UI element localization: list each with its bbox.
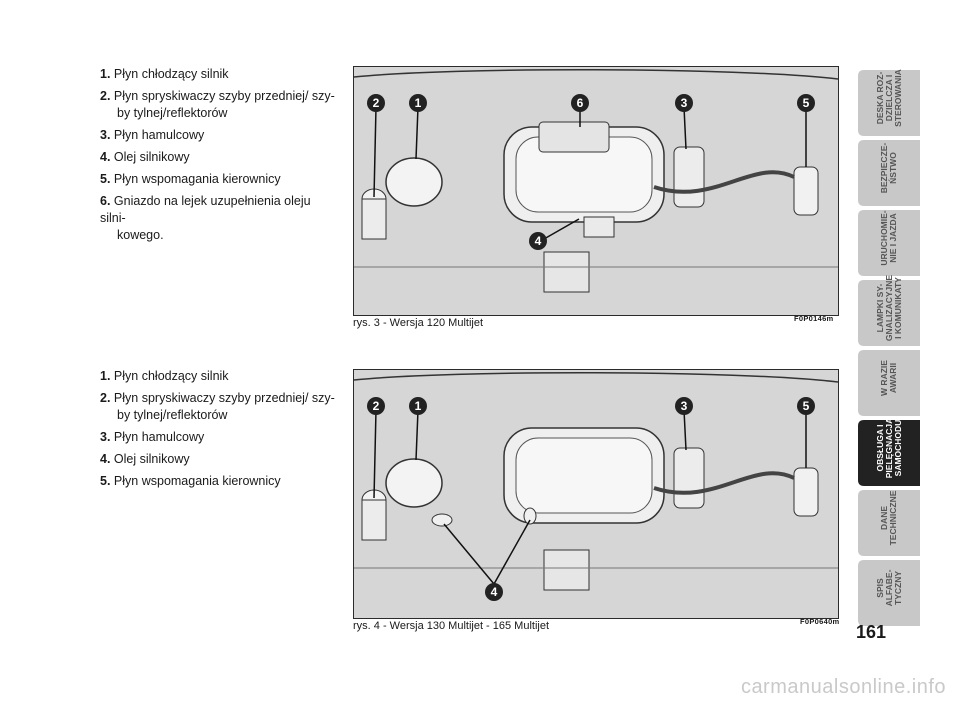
callout-marker: 1 (415, 399, 422, 413)
list-item: 1. Płyn chłodzący silnik (100, 67, 229, 81)
engine-bay-figure-1: 2 1 6 3 5 4 (353, 66, 839, 316)
figure-code-1: F0P0146m (794, 314, 834, 323)
figure-code-2: F0P0640m (800, 617, 840, 626)
tab-label: W RAZIE AWARII (879, 360, 898, 396)
tab-label: DESKA ROZ- DZIELCZA I STEROWANIA (874, 69, 903, 127)
engine-bay-figure-2: 2 1 3 5 4 (353, 369, 839, 619)
list-item: 2. Płyn spryskiwaczy szyby przedniej/ sz… (100, 89, 335, 120)
callout-marker: 3 (681, 399, 688, 413)
list-item: 3. Płyn hamulcowy (100, 430, 205, 444)
figure-caption-2: rys. 4 - Wersja 130 Multijet - 165 Multi… (353, 620, 550, 632)
callout-marker: 6 (577, 96, 584, 110)
page-number: 161 (856, 622, 887, 642)
tab-label: URUCHOMIE- NIE I JAZDA (879, 210, 898, 266)
tab-bezpieczenstwo[interactable]: BEZPIECZE- ŃSTWO (858, 140, 920, 206)
list-item: 6. Gniazdo na lejek uzupełnienia oleju s… (100, 194, 311, 242)
engine-bay-illustration-2: 2 1 3 5 4 (353, 370, 839, 618)
list-item: 5. Płyn wspomagania kierownicy (100, 474, 281, 488)
list-item: 4. Olej silnikowy (100, 452, 190, 466)
tab-obsluga-active[interactable]: OBSŁUGA I PIELĘGNACJA SAMOCHODU (858, 417, 920, 486)
list-item: 5. Płyn wspomagania kierownicy (100, 172, 281, 186)
list-item: 4. Olej silnikowy (100, 150, 190, 164)
callout-marker: 1 (415, 96, 422, 110)
tab-label: OBSŁUGA I PIELĘGNACJA SAMOCHODU (874, 417, 903, 479)
list-item: 1. Płyn chłodzący silnik (100, 369, 229, 383)
engine-bay-illustration-1: 2 1 6 3 5 4 (353, 67, 839, 315)
tab-w-razie-awarii[interactable]: W RAZIE AWARII (858, 350, 920, 416)
tab-deska-rozdzielcza[interactable]: DESKA ROZ- DZIELCZA I STEROWANIA (858, 69, 920, 136)
callout-marker: 2 (373, 399, 380, 413)
tab-uruchomienie[interactable]: URUCHOMIE- NIE I JAZDA (858, 210, 920, 276)
callout-marker: 4 (535, 234, 542, 248)
callout-marker: 4 (491, 585, 498, 599)
fluid-list-2: 1. Płyn chłodzący silnik 2. Płyn spryski… (100, 368, 335, 495)
fluid-list-1: 1. Płyn chłodzący silnik 2. Płyn spryski… (100, 66, 335, 249)
tab-dane-techniczne[interactable]: DANE TECHNICZNE (858, 490, 920, 556)
tab-label: BEZPIECZE- ŃSTWO (879, 142, 898, 194)
tab-label: DANE TECHNICZNE (879, 490, 898, 546)
tab-spis-alfabetyczny[interactable]: SPIS ALFABE- TYCZNY (858, 560, 920, 626)
watermark: carmanualsonline.info (740, 676, 946, 698)
tab-label: SPIS ALFABE- TYCZNY (874, 569, 903, 607)
callout-marker: 5 (803, 399, 810, 413)
tab-lampki[interactable]: LAMPKI SY- GNALIZACYJNE I KOMUNIKATY (858, 274, 920, 346)
list-item: 2. Płyn spryskiwaczy szyby przedniej/ sz… (100, 391, 335, 422)
callout-marker: 3 (681, 96, 688, 110)
figure-caption-1: rys. 3 - Wersja 120 Multijet (353, 317, 484, 329)
list-item: 3. Płyn hamulcowy (100, 128, 205, 142)
tab-label: LAMPKI SY- GNALIZACYJNE I KOMUNIKATY (874, 274, 903, 342)
callout-marker: 2 (373, 96, 380, 110)
callout-marker: 5 (803, 96, 810, 110)
